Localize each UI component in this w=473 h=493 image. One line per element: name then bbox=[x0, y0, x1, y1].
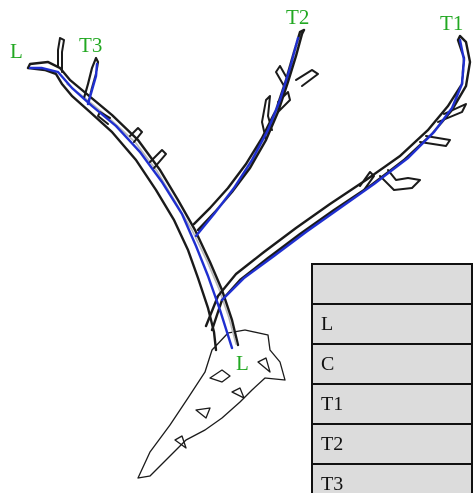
table-cell bbox=[311, 263, 473, 305]
table-row: T1 bbox=[311, 383, 473, 425]
beam-centerlines bbox=[28, 36, 466, 350]
table-cell: T2 bbox=[311, 423, 473, 465]
left-antler-outline bbox=[26, 28, 319, 352]
table-row: T2 bbox=[311, 423, 473, 465]
skull-outline bbox=[137, 329, 286, 479]
table-row: C bbox=[311, 343, 473, 385]
label-t1: T1 bbox=[440, 11, 463, 35]
measurement-table: L C T1 T2 T3 bbox=[311, 263, 473, 493]
table-row bbox=[311, 263, 473, 305]
table-row: L bbox=[311, 303, 473, 345]
table-cell: C bbox=[311, 343, 473, 385]
label-base: L bbox=[236, 351, 249, 375]
label-t3: T3 bbox=[79, 33, 102, 57]
right-antler-outline bbox=[204, 34, 472, 332]
label-top-left: L bbox=[10, 39, 23, 63]
table-cell: T1 bbox=[311, 383, 473, 425]
table-cell: L bbox=[311, 303, 473, 345]
label-t2: T2 bbox=[286, 5, 309, 29]
table-row: T3 bbox=[311, 463, 473, 493]
table-cell: T3 bbox=[311, 463, 473, 493]
